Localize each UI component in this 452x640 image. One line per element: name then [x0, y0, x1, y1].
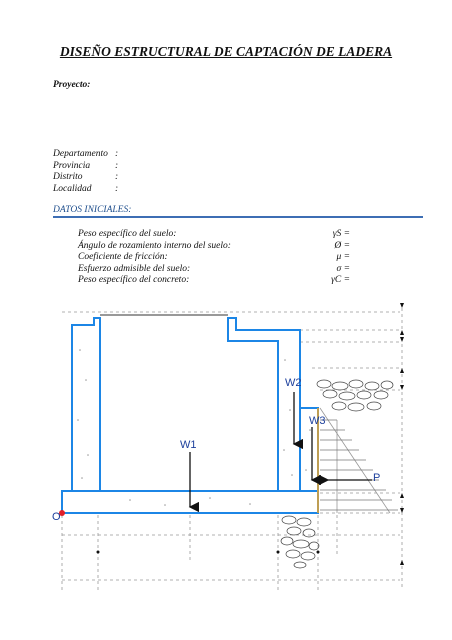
- parameter-row: Esfuerzo admisible del suelo: σ =: [78, 264, 350, 276]
- concrete-texture: [77, 349, 311, 506]
- parameter-symbol: Ø =: [334, 240, 350, 251]
- parameter-label: Esfuerzo admisible del suelo:: [78, 263, 191, 274]
- project-label: Proyecto:: [53, 80, 91, 90]
- location-separator: :: [115, 160, 119, 171]
- parameter-symbol: μ =: [336, 252, 350, 262]
- origin-label: O: [52, 511, 61, 523]
- location-row-distrito: Distrito :: [53, 172, 118, 184]
- section-title: DATOS INICIALES:: [53, 205, 132, 215]
- location-row-provincia: Provincia :: [53, 161, 118, 173]
- p-label: P: [373, 472, 380, 484]
- location-label: Departamento: [53, 149, 108, 159]
- location-label: Localidad: [53, 183, 92, 194]
- structure-diagram: W1 W2 W3 P O: [52, 303, 404, 590]
- w2-label: W2: [285, 377, 302, 389]
- parameter-symbol: γC =: [331, 275, 350, 285]
- parameter-label: Ángulo de rozamiento interno del suelo:: [78, 240, 231, 251]
- parameter-row: Peso específico del concreto: γC =: [78, 275, 350, 287]
- dimension-ticks: [96, 303, 404, 565]
- parameter-row: Coeficiente de fricción: μ =: [78, 252, 350, 264]
- w1-label: W1: [180, 439, 197, 451]
- parameter-symbol: σ =: [336, 263, 350, 274]
- parameter-label: Peso específico del suelo:: [78, 229, 177, 239]
- location-row-localidad: Localidad :: [53, 184, 118, 196]
- location-label: Distrito: [53, 172, 83, 182]
- location-separator: :: [115, 183, 119, 194]
- location-fields: Departamento : Provincia : Distrito : Lo…: [53, 149, 118, 195]
- dimension-lines: [61, 308, 403, 590]
- parameter-list: Peso específico del suelo: γS = Ángulo d…: [78, 229, 350, 287]
- parameter-symbol: γS =: [332, 229, 350, 239]
- section-underline: [53, 216, 423, 218]
- location-label: Provincia: [53, 160, 91, 171]
- earth-pressure-diagram: [317, 407, 398, 514]
- location-separator: :: [115, 172, 119, 182]
- parameter-label: Peso específico del concreto:: [78, 275, 190, 285]
- rock-fill: [280, 379, 394, 569]
- document-title: DISEÑO ESTRUCTURAL DE CAPTACIÓN DE LADER…: [59, 44, 393, 59]
- location-row-departamento: Departamento :: [53, 149, 118, 161]
- w3-label: W3: [309, 415, 326, 427]
- origin-point: [59, 510, 65, 516]
- parameter-label: Coeficiente de fricción:: [78, 252, 168, 262]
- location-separator: :: [115, 149, 119, 159]
- parameter-row: Peso específico del suelo: γS =: [78, 229, 350, 241]
- parameter-row: Ángulo de rozamiento interno del suelo: …: [78, 241, 350, 253]
- lid-line: [100, 314, 228, 316]
